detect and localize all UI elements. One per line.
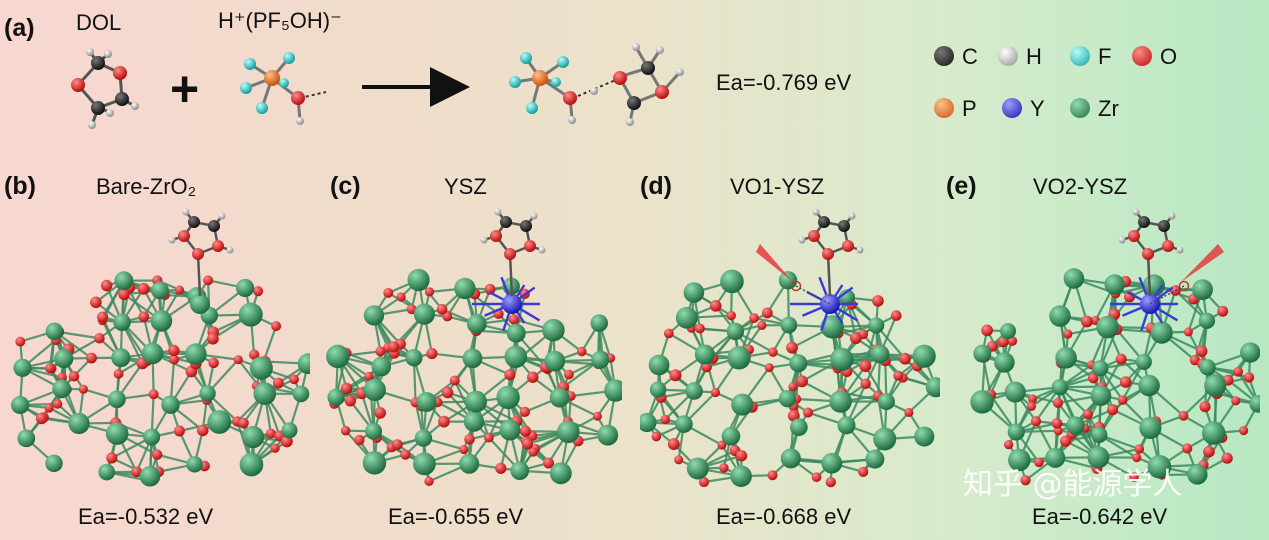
plus-sign: + <box>170 61 200 117</box>
dol-molecule <box>71 48 139 129</box>
panel-c-ea: Ea=-0.655 eV <box>388 504 524 529</box>
crystal-vo2-ysz <box>970 208 1260 486</box>
panel-d-ea: Ea=-0.668 eV <box>716 504 852 529</box>
fluorine-atom-icon <box>1070 46 1090 66</box>
acid-label: H⁺(PF₅OH)⁻ <box>218 8 342 33</box>
crystal-bare-zro2 <box>11 208 310 487</box>
product-complex <box>509 43 684 126</box>
panel-a-label: (a) <box>4 14 35 42</box>
panel-e-name: VO2-YSZ <box>1033 174 1128 199</box>
phosphorus-atom-icon <box>934 98 954 118</box>
panel-e-ea: Ea=-0.642 eV <box>1032 504 1168 529</box>
panel-c-name: YSZ <box>444 174 487 199</box>
panel-b-name: Bare-ZrO₂ <box>96 174 197 199</box>
crystal-vo1-ysz <box>640 208 940 488</box>
carbon-atom-icon <box>934 46 954 66</box>
panel-e-label: (e) <box>946 172 977 200</box>
hydrogen-atom-icon <box>998 46 1018 66</box>
panel-b-ea: Ea=-0.532 eV <box>78 504 214 529</box>
panel-d-name: VO1-YSZ <box>730 174 825 199</box>
watermark: 知乎 @能源学人 <box>963 467 1183 502</box>
yttrium-atom-icon <box>1002 98 1022 118</box>
crystal-ysz <box>326 208 622 487</box>
acid-molecule <box>240 52 327 125</box>
panel-c-label: (c) <box>330 172 361 200</box>
panel-d-label: (d) <box>640 172 672 200</box>
dol-label: DOL <box>76 10 122 35</box>
oxygen-atom-icon <box>1132 46 1152 66</box>
panel-a-ea: Ea=-0.769 eV <box>716 70 852 95</box>
zirconium-atom-icon <box>1070 98 1090 118</box>
panel-a-molecules <box>71 43 684 129</box>
panel-b-label: (b) <box>4 172 36 200</box>
